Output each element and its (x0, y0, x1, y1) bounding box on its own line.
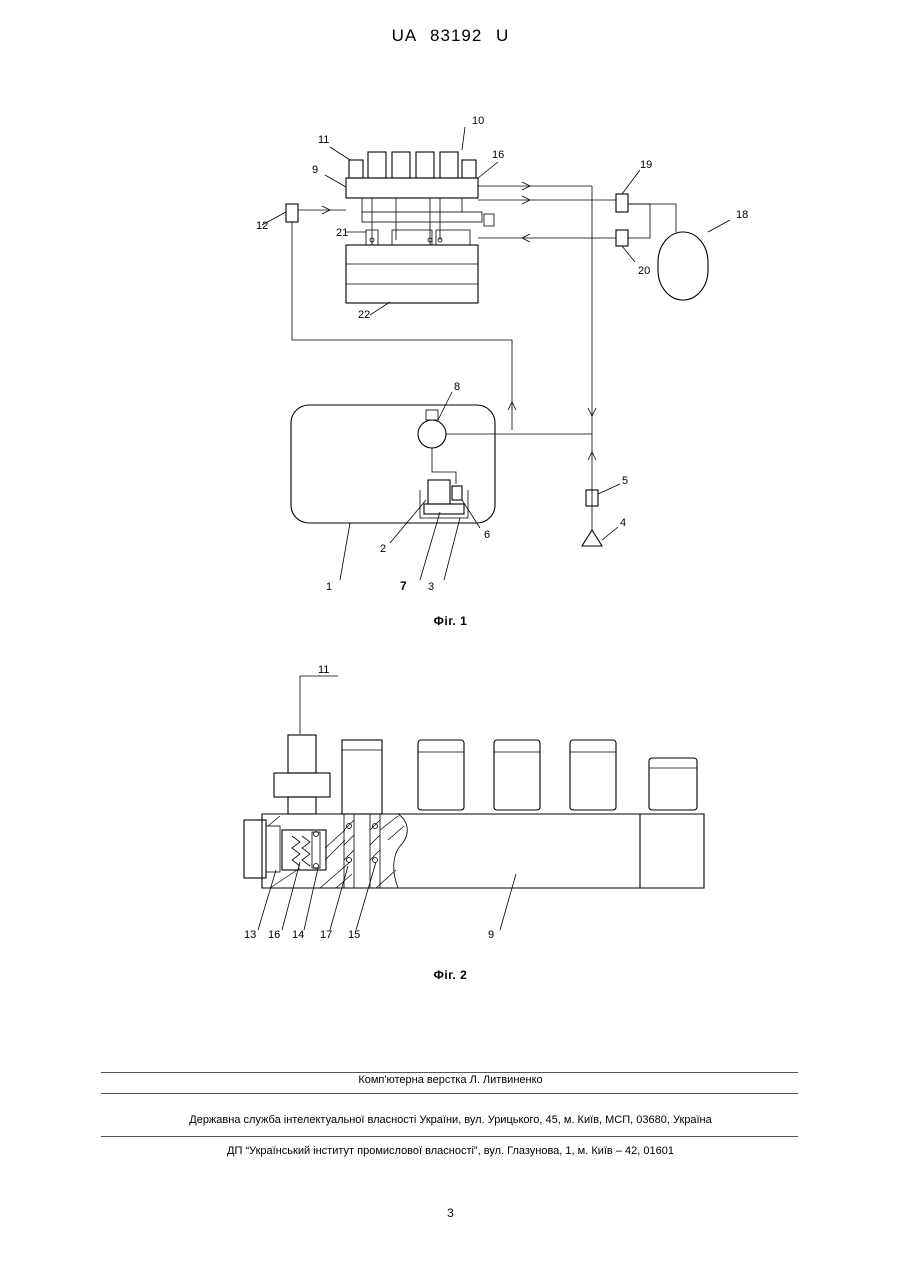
valve-19 (616, 194, 628, 212)
tool-block-22 (346, 245, 478, 303)
label-20: 20 (638, 265, 650, 277)
compressor-4 (582, 530, 602, 546)
label-6: 6 (484, 529, 490, 541)
label-3: 3 (428, 581, 434, 593)
sensor-6 (452, 486, 462, 500)
valve-20 (616, 230, 628, 246)
solenoid-valve-11 (349, 160, 363, 178)
label-16: 16 (492, 149, 504, 161)
label-9: 9 (312, 164, 318, 176)
fig2-label-14: 14 (292, 929, 304, 941)
tray-7 (424, 504, 464, 514)
figure-1-diagram: 11 10 9 16 12 21 22 19 20 18 8 5 4 6 2 1… (0, 0, 901, 610)
fig2-label-17: 17 (320, 929, 332, 941)
fig2-label-13: 13 (244, 929, 256, 941)
receiver-18 (658, 232, 708, 300)
layout-credit: Комп'ютерна верстка Л. Литвиненко (0, 1074, 901, 1086)
label-22: 22 (358, 309, 370, 321)
label-5: 5 (622, 475, 628, 487)
institute-line: ДП “Український інститут промислової вла… (0, 1145, 901, 1157)
label-7: 7 (400, 579, 407, 593)
page-number: 3 (0, 1206, 901, 1220)
fig2-label-16: 16 (268, 929, 280, 941)
solenoid-valve (440, 152, 458, 178)
footer-rule-middle (101, 1093, 798, 1094)
label-21: 21 (336, 227, 348, 239)
device-12 (286, 204, 298, 222)
solenoid-valve (392, 152, 410, 178)
fig2-label-15: 15 (348, 929, 360, 941)
label-12: 12 (256, 220, 268, 232)
footer-rule-bottom (101, 1136, 798, 1137)
footer-rule-top (101, 1072, 798, 1073)
figure-2-caption: Фіг. 2 (0, 968, 901, 982)
valve-11-top (288, 735, 316, 773)
label-2: 2 (380, 543, 386, 555)
pump-8 (418, 420, 446, 448)
solenoid-valve (368, 152, 386, 178)
fig2-label-9: 9 (488, 929, 494, 941)
label-10: 10 (472, 115, 484, 127)
manifold-block (346, 178, 478, 198)
solenoid-valve (416, 152, 434, 178)
office-line: Державна служба інтелектуальної власност… (0, 1114, 901, 1126)
sensor-box (484, 214, 494, 226)
manifold-body-9 (262, 814, 704, 888)
end-cap-13 (244, 820, 266, 878)
heater-2 (428, 480, 450, 504)
label-18: 18 (736, 209, 748, 221)
solenoid-valve (462, 160, 476, 178)
valve-body (342, 740, 382, 814)
figure-2-diagram: 11 13 16 14 17 15 9 (0, 660, 901, 960)
label-8: 8 (454, 381, 460, 393)
label-4: 4 (620, 517, 626, 529)
label-1: 1 (326, 581, 332, 593)
label-19: 19 (640, 159, 652, 171)
label-11: 11 (318, 134, 329, 146)
figure-1-caption: Фіг. 1 (0, 614, 901, 628)
fig2-label-11: 11 (318, 664, 329, 676)
